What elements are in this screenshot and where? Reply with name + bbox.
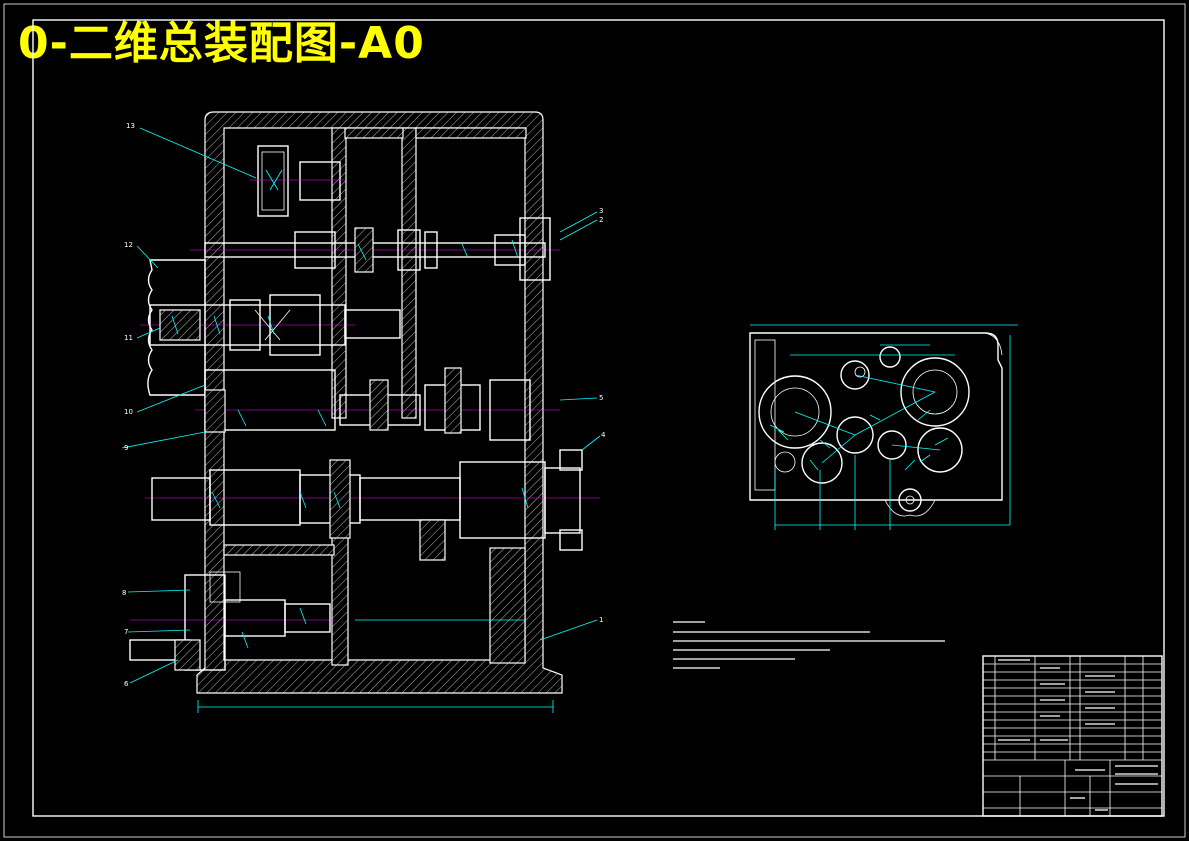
callout-11: 11 bbox=[124, 334, 133, 342]
technical-requirements bbox=[673, 621, 945, 669]
callout-7: 7 bbox=[124, 628, 128, 636]
gearbox-section-view: 13 12 11 10 9 8 7 6 1 2 3 4 5 bbox=[121, 111, 606, 713]
outer-border bbox=[3, 3, 1186, 838]
inner-border bbox=[32, 19, 1165, 817]
callout-4: 4 bbox=[601, 431, 606, 439]
callout-10: 10 bbox=[124, 408, 133, 416]
callout-2: 2 bbox=[599, 216, 603, 224]
callout-6: 6 bbox=[124, 680, 129, 688]
callout-5: 5 bbox=[599, 394, 603, 402]
callout-9: 9 bbox=[124, 444, 128, 452]
title-block bbox=[982, 655, 1163, 817]
callout-3: 3 bbox=[599, 207, 603, 215]
callout-13: 13 bbox=[126, 122, 135, 130]
callout-12: 12 bbox=[124, 241, 133, 249]
callout-8: 8 bbox=[122, 589, 126, 597]
callout-1: 1 bbox=[599, 616, 603, 624]
side-view-gear-layout bbox=[749, 324, 1018, 530]
drawing-title: 0-二维总装配图-A0 bbox=[18, 18, 425, 69]
